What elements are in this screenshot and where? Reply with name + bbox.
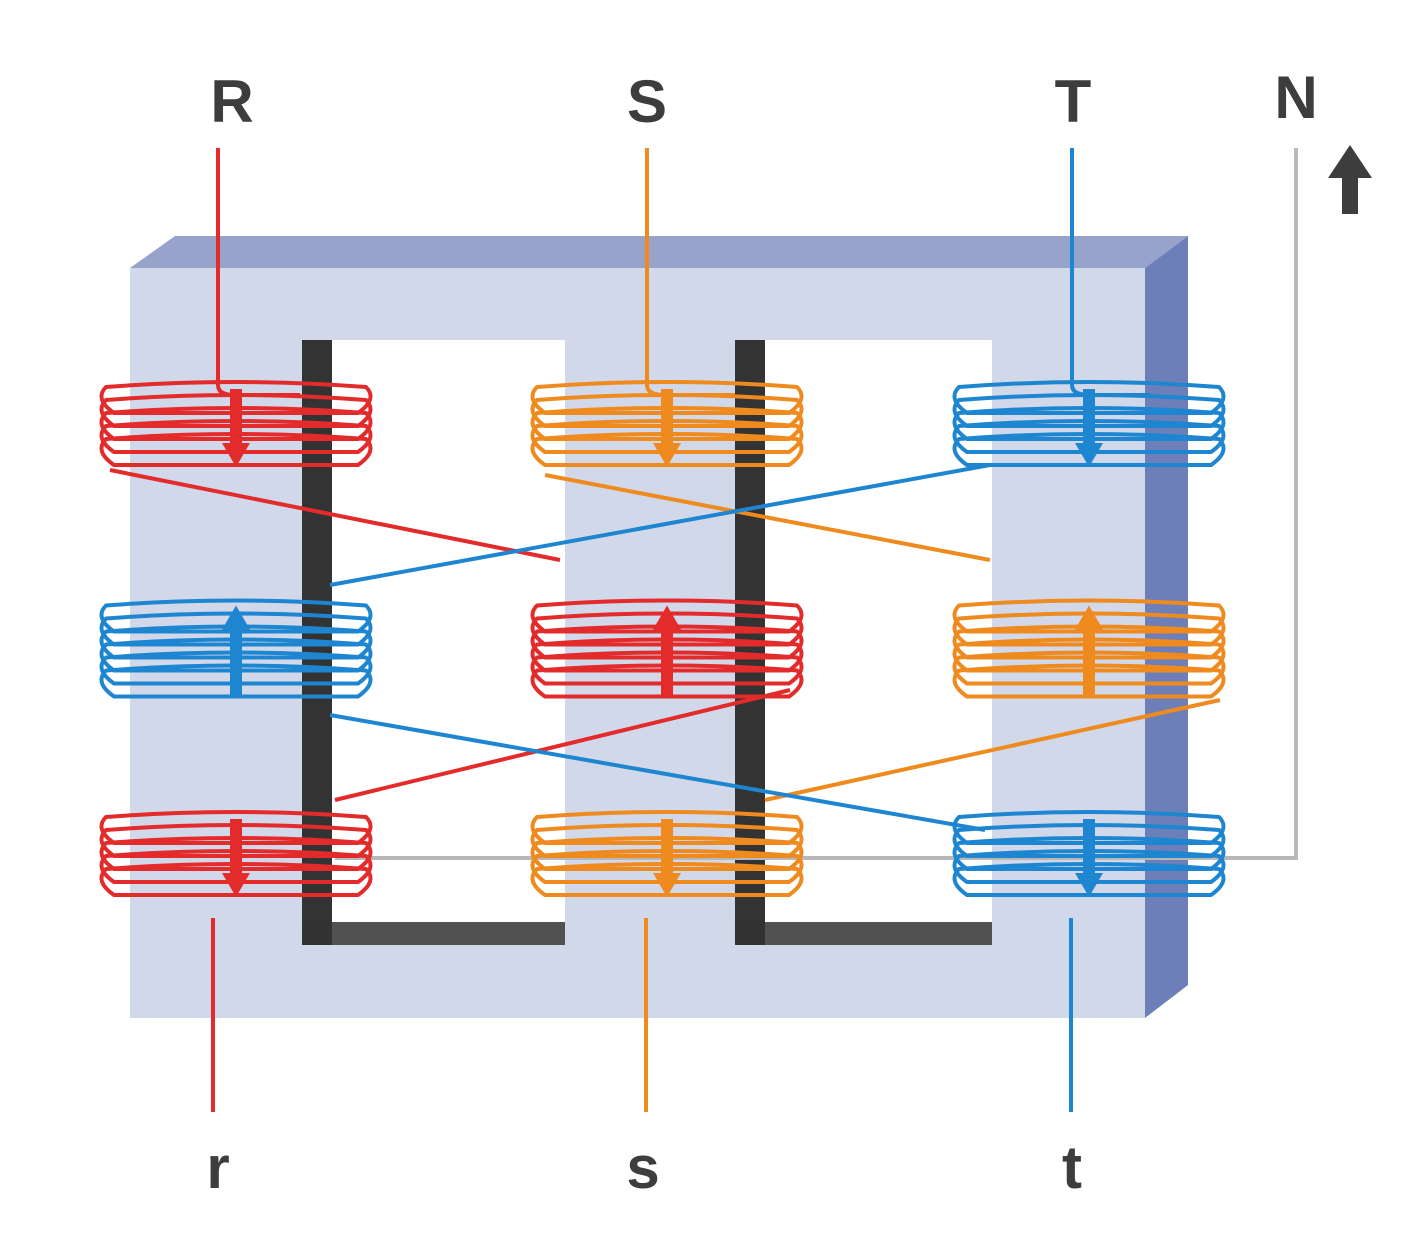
coil-right-top xyxy=(952,380,1226,467)
terminal-label-T: T xyxy=(1055,68,1092,135)
core-top-face xyxy=(130,236,1188,268)
current-down-arrow-icon xyxy=(222,389,250,467)
terminal-label-S: S xyxy=(627,68,667,135)
terminal-label-r: r xyxy=(206,1134,229,1201)
coil-center-top xyxy=(530,380,804,467)
coil-right-middle xyxy=(952,598,1226,699)
current-down-arrow-icon xyxy=(1075,389,1103,467)
terminal-label-t: t xyxy=(1062,1134,1082,1201)
right-window-bottom-edge xyxy=(735,922,992,945)
coil-left-top xyxy=(99,380,373,467)
coil-right-bottom xyxy=(952,810,1226,897)
left-window-bottom-edge xyxy=(302,922,565,945)
terminal-label-N: N xyxy=(1274,64,1317,131)
wire-orange-center-top-to-right-middle xyxy=(544,473,991,562)
current-up-arrow-icon xyxy=(1075,605,1103,697)
wire-blue-left-middle-to-right-bottom xyxy=(329,713,986,832)
terminal-label-R: R xyxy=(210,68,253,135)
neutral-current-arrow-icon xyxy=(1328,145,1372,214)
current-down-arrow-icon xyxy=(222,819,250,897)
current-up-arrow-icon xyxy=(653,605,681,697)
coil-left-bottom xyxy=(99,810,373,897)
wire-orange-right-middle-to-center-bottom xyxy=(764,698,1221,802)
current-down-arrow-icon xyxy=(1075,819,1103,897)
interconnect-wires xyxy=(109,463,1221,832)
current-down-arrow-icon xyxy=(653,819,681,897)
coil-windings xyxy=(99,380,1226,897)
current-up-arrow-icon xyxy=(222,605,250,697)
wire-red-left-top-to-center-middle xyxy=(109,468,561,562)
coil-left-middle xyxy=(99,598,373,699)
wire-red-center-middle-to-left-bottom xyxy=(334,688,791,802)
terminal-label-s: s xyxy=(626,1134,659,1201)
coil-center-bottom xyxy=(530,810,804,897)
terminal-labels: R S T N r s t xyxy=(206,64,1317,1201)
wire-blue-right-top-to-left-middle xyxy=(329,463,991,587)
current-down-arrow-icon xyxy=(653,389,681,467)
coil-center-middle xyxy=(530,598,804,699)
